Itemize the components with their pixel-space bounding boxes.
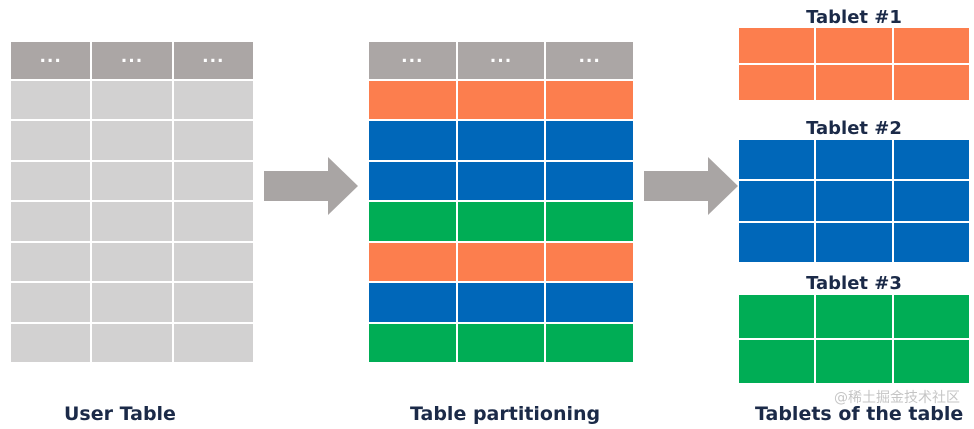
tablet-1-table	[739, 28, 969, 100]
table-cell	[11, 283, 91, 322]
table-cell	[546, 242, 633, 282]
table-cell	[457, 161, 545, 201]
table-cell	[92, 161, 172, 201]
table-cell	[816, 295, 892, 338]
right-arrow-icon	[644, 157, 738, 215]
table-cell	[11, 121, 91, 160]
table-cell	[457, 81, 545, 120]
table-cell	[369, 161, 456, 201]
table-cell	[816, 222, 892, 262]
table-cell	[457, 283, 545, 322]
table-cell	[92, 323, 172, 362]
table-cell	[92, 242, 172, 282]
header-cell: ...	[92, 42, 172, 79]
header-cell: ...	[11, 42, 91, 79]
table-cell	[11, 81, 91, 120]
table-cell	[173, 81, 253, 120]
table-cell	[739, 28, 815, 63]
tablet-title: Tablet #3	[806, 273, 902, 294]
table-cell	[893, 222, 969, 262]
table-cell	[173, 242, 253, 282]
header-cell: ...	[546, 42, 633, 79]
user-table: .........	[11, 42, 253, 362]
table-cell	[369, 121, 456, 160]
table-cell	[546, 81, 633, 120]
tablet-3-table	[739, 295, 969, 383]
table-partitioning-caption: Table partitioning	[410, 403, 601, 425]
table-cell	[173, 161, 253, 201]
user-table-caption: User Table	[64, 403, 176, 425]
table-cell	[11, 202, 91, 241]
table-cell	[457, 323, 545, 362]
table-cell	[92, 81, 172, 120]
table-cell	[893, 140, 969, 180]
table-cell	[739, 65, 815, 100]
table-cell	[546, 323, 633, 362]
table-cell	[893, 28, 969, 63]
table-cell	[11, 161, 91, 201]
table-cell	[816, 65, 892, 100]
table-cell	[739, 340, 815, 383]
header-cell: ...	[457, 42, 545, 79]
tablet-title: Tablet #2	[806, 118, 902, 139]
table-cell	[369, 242, 456, 282]
partitioned-table: .........	[369, 42, 633, 362]
tablet-title: Tablet #1	[806, 7, 902, 28]
tablets-caption: Tablets of the table	[755, 403, 964, 425]
watermark: @稀土掘金技术社区	[834, 390, 960, 406]
table-cell	[816, 28, 892, 63]
table-cell	[739, 181, 815, 221]
table-cell	[173, 202, 253, 241]
table-cell	[546, 283, 633, 322]
table-cell	[173, 283, 253, 322]
table-cell	[816, 181, 892, 221]
table-cell	[457, 242, 545, 282]
table-cell	[173, 121, 253, 160]
table-cell	[92, 121, 172, 160]
table-cell	[173, 323, 253, 362]
table-cell	[893, 340, 969, 383]
table-cell	[546, 161, 633, 201]
header-cell: ...	[173, 42, 253, 79]
table-cell	[816, 140, 892, 180]
table-cell	[11, 323, 91, 362]
table-cell	[546, 121, 633, 160]
table-cell	[369, 202, 456, 241]
table-cell	[893, 295, 969, 338]
table-cell	[739, 140, 815, 180]
table-cell	[369, 81, 456, 120]
table-cell	[11, 242, 91, 282]
table-cell	[739, 295, 815, 338]
table-cell	[369, 323, 456, 362]
tablet-2-table	[739, 140, 969, 262]
table-cell	[92, 283, 172, 322]
table-cell	[739, 222, 815, 262]
table-cell	[893, 65, 969, 100]
table-cell	[369, 283, 456, 322]
table-cell	[457, 121, 545, 160]
right-arrow-icon	[264, 157, 358, 215]
table-cell	[816, 340, 892, 383]
table-cell	[893, 181, 969, 221]
table-cell	[92, 202, 172, 241]
table-cell	[546, 202, 633, 241]
table-cell	[457, 202, 545, 241]
header-cell: ...	[369, 42, 456, 79]
